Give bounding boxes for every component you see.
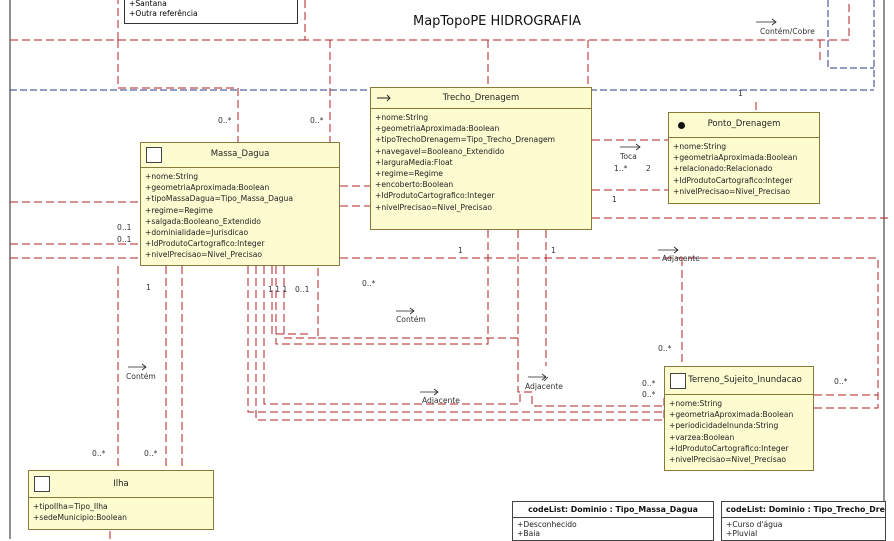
assoc-label-contem: Contém xyxy=(126,372,156,381)
class-header: Terreno_Sujeito_Inundacao xyxy=(665,367,813,395)
attribute: +regime=Regime xyxy=(375,169,443,179)
class-header: Massa_Dagua xyxy=(141,143,339,168)
attribute: +tipoIlha=Tipo_Ilha xyxy=(33,502,108,511)
multiplicity: 1 xyxy=(551,246,556,255)
assoc-label-toca: Toca xyxy=(620,152,637,161)
codelist-tipo-massa-dagua[interactable]: codeList: Dominio : Tipo_Massa_Dagua +De… xyxy=(512,501,714,541)
codelist-header: codeList: Dominio : Tipo_Trecho_Dre xyxy=(722,502,885,518)
attribute: +nivelPrecisao=Nivel_Precisao xyxy=(673,186,791,196)
class-attributes: +nome:String +geometriaAproximada:Boolea… xyxy=(669,138,819,197)
attribute: +encoberto:Boolean xyxy=(375,180,454,190)
attribute: +geometriaAproximada:Boolean xyxy=(145,183,270,193)
attribute: +geometriaAproximada:Boolean xyxy=(669,410,794,420)
class-attributes: +nome:String +geometriaAproximada:Boolea… xyxy=(371,109,591,213)
attribute: +nome:String xyxy=(145,172,199,181)
codelist-item: +Desconhecido xyxy=(517,520,577,529)
attribute: +larguraMedia:Float xyxy=(375,157,453,167)
multiplicity: 0..* xyxy=(218,116,232,125)
class-attributes: +tipoIlha=Tipo_Ilha +sedeMunicipio:Boole… xyxy=(29,498,213,523)
multiplicity: 0..* xyxy=(642,390,656,399)
multiplicity: 0..* xyxy=(658,344,672,353)
attribute: +varzea:Boolean xyxy=(669,432,735,442)
class-name: Ilha xyxy=(113,479,129,489)
multiplicity: 2 xyxy=(646,164,651,173)
diagram-title: MapTopoPE HIDROGRAFIA xyxy=(413,14,582,29)
multiplicity: 1 xyxy=(146,283,151,292)
top-box-item-outra: +Outra referência xyxy=(129,9,198,18)
multiplicity: 1 1 1 xyxy=(268,285,288,294)
attribute: +IdProdutoCartografico:Integer xyxy=(669,443,789,453)
class-terreno-sujeito-inundacao[interactable]: Terreno_Sujeito_Inundacao +nome:String +… xyxy=(664,366,814,471)
polygon-icon xyxy=(146,147,162,163)
attribute: +nome:String xyxy=(673,142,727,151)
polygon-icon xyxy=(670,373,686,389)
attribute: +nome:String xyxy=(375,113,429,122)
class-header: Ponto_Drenagem xyxy=(669,113,819,138)
attribute: +nivelPrecisao=Nivel_Precisao xyxy=(145,250,263,260)
class-name: Trecho_Drenagem xyxy=(442,93,520,103)
multiplicity: 0..* xyxy=(642,379,656,388)
assoc-arrows xyxy=(128,18,777,396)
polygon-icon xyxy=(34,476,50,492)
class-massa-dagua[interactable]: Massa_Dagua +nome:String +geometriaAprox… xyxy=(140,142,340,266)
codelist-item: +Pluvial xyxy=(726,529,758,538)
multiplicity: 0..1 xyxy=(117,223,132,232)
attribute: +navegavel=Booleano_Extendido xyxy=(375,146,505,156)
attribute: +sedeMunicipio:Boolean xyxy=(33,513,127,523)
interface-arrow-icon xyxy=(377,94,391,102)
attribute: +IdProdutoCartografico:Integer xyxy=(375,191,495,201)
assoc-label-adjacente: Adjacente xyxy=(422,396,460,405)
codelist-header: codeList: Dominio : Tipo_Massa_Dagua xyxy=(513,502,713,518)
top-reference-box: +Santana +Outra referência xyxy=(124,0,298,24)
attribute: +geometriaAproximada:Boolean xyxy=(673,153,798,163)
codelist-item: +Baia xyxy=(517,529,540,538)
attribute: +geometriaAproximada:Boolean xyxy=(375,124,500,134)
multiplicity: 1 xyxy=(458,246,463,255)
multiplicity: 0..* xyxy=(310,116,324,125)
multiplicity: 0..* xyxy=(144,449,158,458)
attribute: +nome:String xyxy=(669,399,723,408)
class-header: Trecho_Drenagem xyxy=(371,88,591,109)
top-box-item-santana: +Santana xyxy=(129,0,167,8)
class-ilha[interactable]: Ilha +tipoIlha=Tipo_Ilha +sedeMunicipio:… xyxy=(28,470,214,530)
assoc-label-adjacente: Adjacente xyxy=(662,254,700,263)
attribute: +salgada:Booleano_Extendido xyxy=(145,216,261,226)
class-name: Terreno_Sujeito_Inundacao xyxy=(688,375,802,385)
attribute: +regime=Regime xyxy=(145,205,213,215)
class-ponto-drenagem[interactable]: Ponto_Drenagem +nome:String +geometriaAp… xyxy=(668,112,820,204)
attribute: +IdProdutoCartografico:Integer xyxy=(145,239,265,249)
multiplicity: 1 xyxy=(738,89,743,98)
multiplicity: 0..* xyxy=(834,377,848,386)
attribute: +relacionado:Relacionado xyxy=(673,164,773,174)
assoc-label-contem: Contém xyxy=(396,315,426,324)
attribute: +nivelPrecisao=Nivel_Precisao xyxy=(669,455,787,465)
codelist-item: +Curso d'água xyxy=(726,520,783,529)
codelist-tipo-trecho-drenagem[interactable]: codeList: Dominio : Tipo_Trecho_Dre +Cur… xyxy=(721,501,886,541)
red-associations xyxy=(10,0,890,539)
attribute: +IdProdutoCartografico:Integer xyxy=(673,175,793,185)
class-header: Ilha xyxy=(29,471,213,498)
multiplicity: 1 xyxy=(612,195,617,204)
attribute: +nivelPrecisao=Nivel_Precisao xyxy=(375,202,493,212)
class-attributes: +nome:String +geometriaAproximada:Boolea… xyxy=(665,395,813,465)
class-trecho-drenagem[interactable]: Trecho_Drenagem +nome:String +geometriaA… xyxy=(370,87,592,230)
multiplicity: 1..* xyxy=(614,164,628,173)
point-icon xyxy=(678,122,685,129)
multiplicity: 0..* xyxy=(362,279,376,288)
assoc-label-adjacente: Adjacente xyxy=(525,382,563,391)
class-attributes: +nome:String +geometriaAproximada:Boolea… xyxy=(141,168,339,261)
assoc-label-contem-cobre: Contém/Cobre xyxy=(760,27,815,36)
attribute: +dominialidade=Jurisdicao xyxy=(145,228,249,238)
class-name: Ponto_Drenagem xyxy=(707,119,781,129)
multiplicity: 0..1 xyxy=(295,285,310,294)
multiplicity: 0..1 xyxy=(117,235,132,244)
attribute: +tipoMassaDagua=Tipo_Massa_Dagua xyxy=(145,194,293,204)
class-name: Massa_Dagua xyxy=(210,149,270,159)
attribute: +tipoTrechoDrenagem=Tipo_Trecho_Drenagem xyxy=(375,135,556,145)
attribute: +periodicidadeInunda:String xyxy=(669,421,779,431)
multiplicity: 0..* xyxy=(92,449,106,458)
